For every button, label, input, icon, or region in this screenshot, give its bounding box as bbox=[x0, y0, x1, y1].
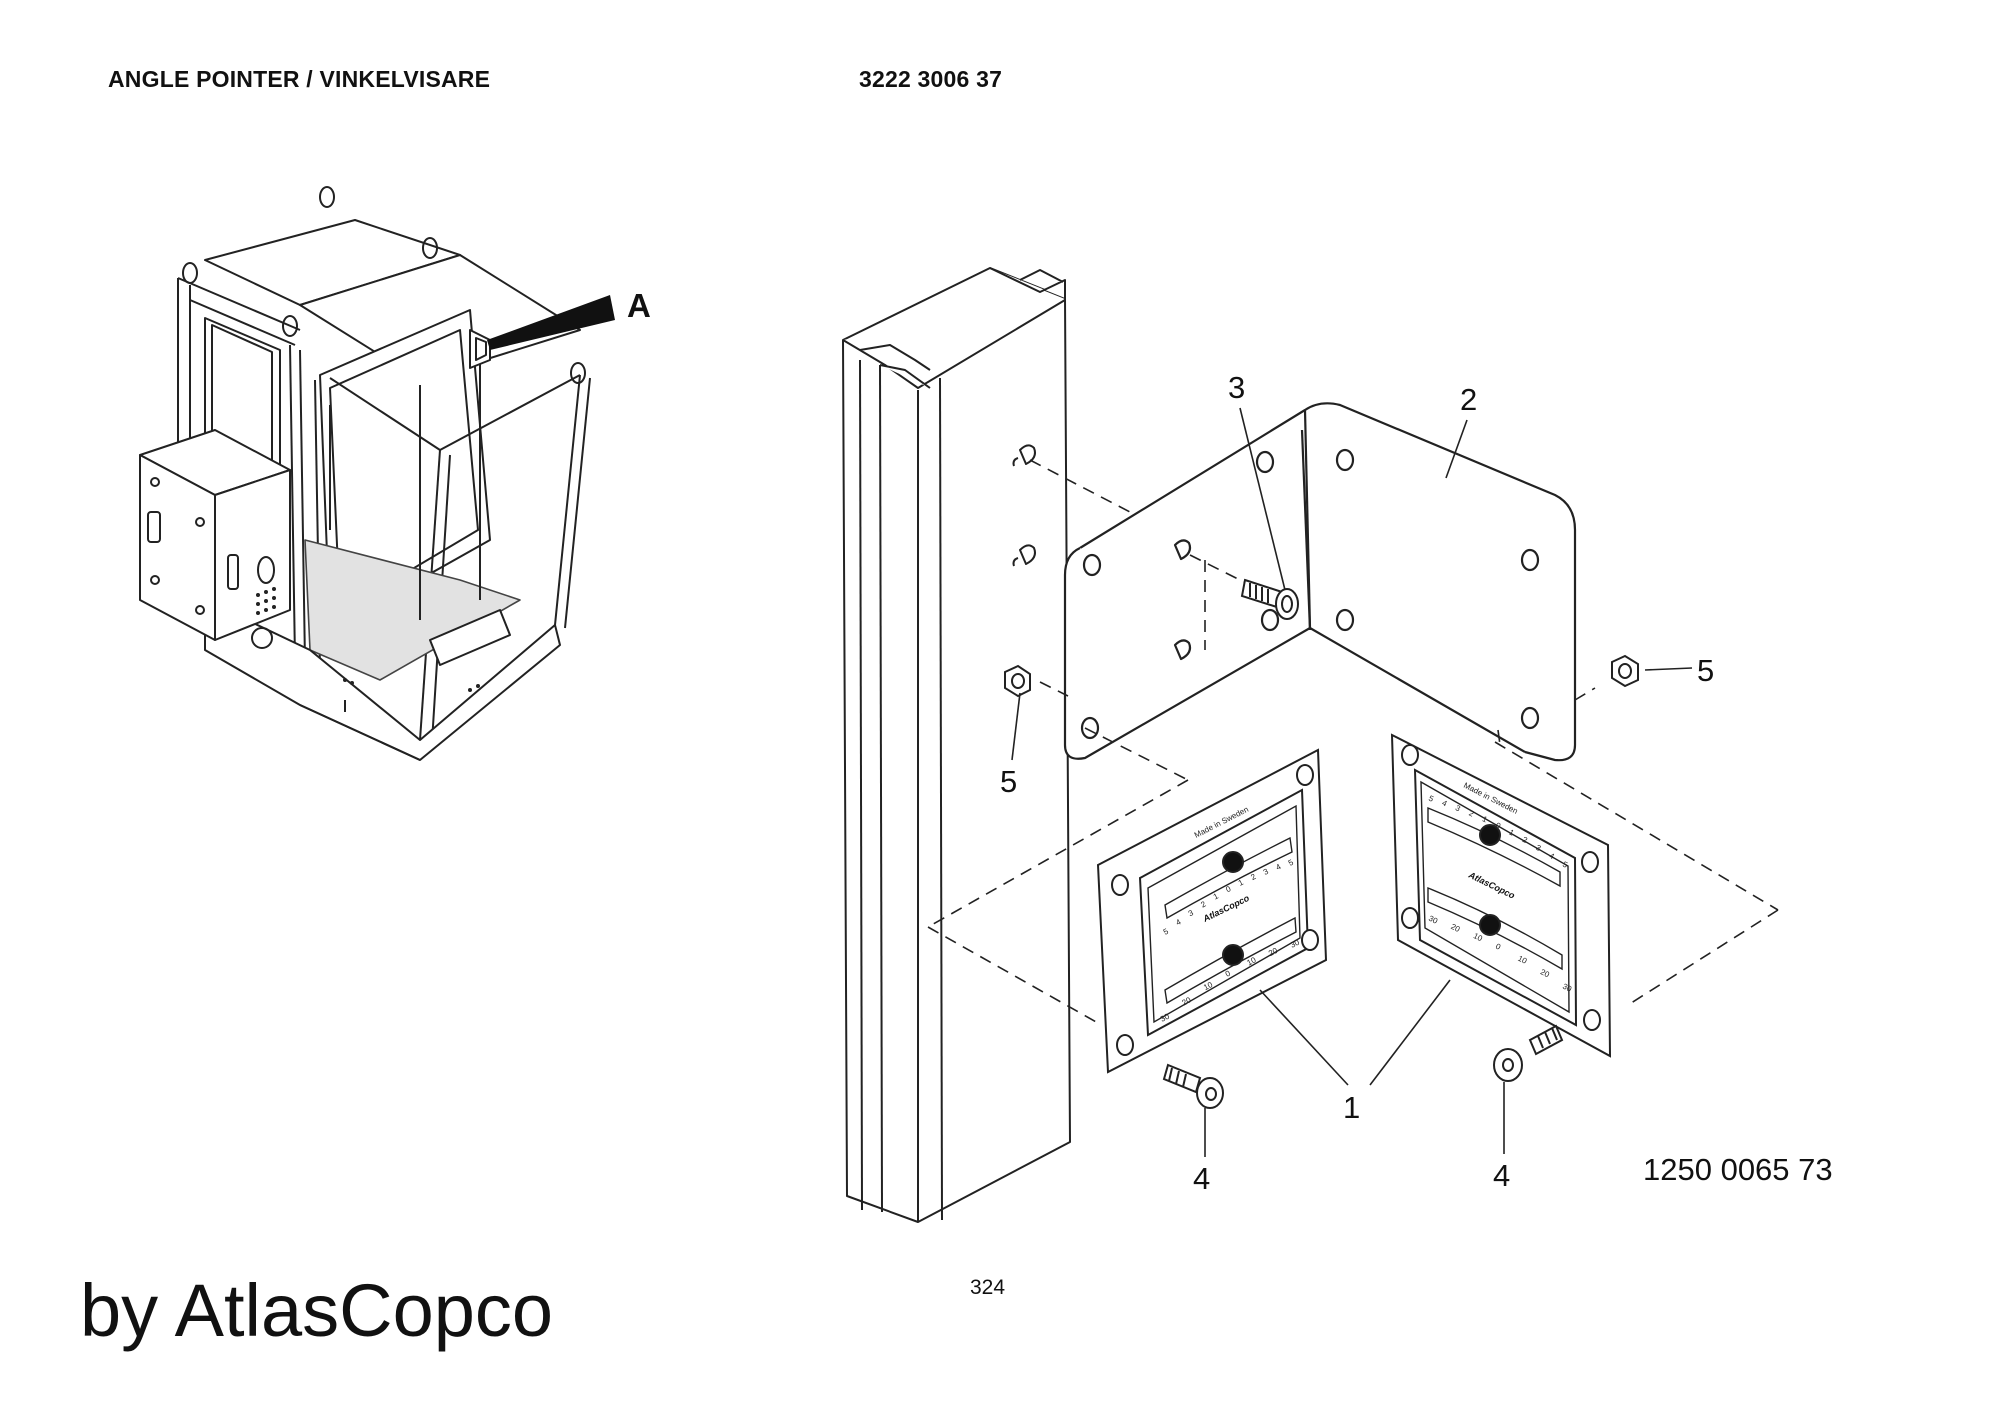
page-title: ANGLE POINTER / VINKELVISARE bbox=[108, 66, 491, 92]
assembly-lines bbox=[927, 459, 1779, 1024]
gauge-scale-label: 20 bbox=[1267, 946, 1280, 958]
gauge-scale-label: 0 bbox=[1494, 821, 1502, 831]
gauge-scale-label: 1 bbox=[1212, 891, 1221, 901]
gauge-scale-label: 5 bbox=[1162, 926, 1171, 936]
gauge-scale-label: 10 bbox=[1472, 931, 1484, 943]
gauge-scale-label: 4 bbox=[1441, 798, 1449, 808]
bolt-item-4-left bbox=[1162, 1063, 1224, 1109]
gauge-scale-label: 30 bbox=[1561, 982, 1573, 994]
detail-pointer bbox=[487, 295, 615, 350]
leader-lines bbox=[1011, 407, 1693, 1157]
gauge-right-bottom-scale: 30 20 10 0 10 20 30 bbox=[1427, 914, 1573, 994]
gauge-scale-label: 2 bbox=[1199, 899, 1208, 909]
callout-5-right: 5 bbox=[1697, 653, 1714, 688]
gauge-scale-label: 3 bbox=[1454, 803, 1462, 813]
gauge-scale-label: 10 bbox=[1246, 955, 1259, 967]
gauge-scale-label: 30 bbox=[1427, 914, 1439, 926]
drawing-number: 1250 0065 73 bbox=[1643, 1152, 1833, 1187]
operator-cab-drawing bbox=[139, 186, 591, 761]
angle-gauge-right bbox=[1390, 733, 1612, 1058]
bolt-item-4-right bbox=[1493, 1024, 1564, 1082]
gauge-scale-label: 3 bbox=[1187, 908, 1196, 918]
gauge-scale-label: 4 bbox=[1274, 862, 1283, 872]
gauge-scale-label: 2 bbox=[1521, 835, 1529, 845]
gauge-scale-label: 0 bbox=[1224, 968, 1233, 978]
angle-gauge-left bbox=[1096, 748, 1328, 1074]
nut-item-5-right bbox=[1611, 654, 1639, 688]
gauge-scale-label: 5 bbox=[1561, 860, 1569, 870]
callout-4-right: 4 bbox=[1493, 1158, 1510, 1193]
gauge-scale-label: 20 bbox=[1449, 922, 1461, 934]
gauge-scale-label: 4 bbox=[1548, 851, 1556, 861]
part-number: 3222 3006 37 bbox=[859, 66, 1003, 92]
callout-1: 1 bbox=[1343, 1090, 1360, 1125]
gauge-scale-label: 0 bbox=[1494, 942, 1502, 952]
gauge-scale-label: 5 bbox=[1427, 794, 1435, 804]
gauge-scale-label: 2 bbox=[1467, 809, 1475, 819]
angle-bracket bbox=[1063, 402, 1577, 762]
callout-5-left: 5 bbox=[1000, 764, 1017, 799]
detail-marker-a: A bbox=[627, 287, 651, 324]
callout-4-left: 4 bbox=[1193, 1161, 1210, 1196]
page-number: 324 bbox=[970, 1276, 1006, 1299]
screw-item-3 bbox=[1240, 578, 1299, 620]
mast-column bbox=[842, 267, 1071, 1223]
gauge-scale-label: 2 bbox=[1249, 872, 1258, 882]
gauge-scale-label: 0 bbox=[1224, 884, 1233, 894]
nut-item-5-left bbox=[1004, 664, 1031, 698]
gauge-scale-label: 3 bbox=[1534, 843, 1542, 853]
callout-3: 3 bbox=[1228, 370, 1245, 405]
gauge-scale-label: 1 bbox=[1508, 828, 1516, 838]
gauge-scale-label: 10 bbox=[1516, 954, 1528, 966]
gauge-scale-label: 1 bbox=[1481, 814, 1489, 824]
gauge-scale-label: 1 bbox=[1237, 877, 1246, 887]
gauge-scale-label: 20 bbox=[1539, 967, 1551, 979]
footer-credit: by AtlasCopco bbox=[80, 1269, 554, 1352]
gauge-scale-label: 5 bbox=[1287, 857, 1296, 867]
gauge-scale-label: 3 bbox=[1262, 867, 1271, 877]
gauge-scale-label: 20 bbox=[1181, 995, 1194, 1007]
gauge-scale-label: 4 bbox=[1174, 917, 1183, 927]
gauge-scale-label: 10 bbox=[1202, 980, 1215, 992]
callout-2: 2 bbox=[1460, 382, 1477, 417]
